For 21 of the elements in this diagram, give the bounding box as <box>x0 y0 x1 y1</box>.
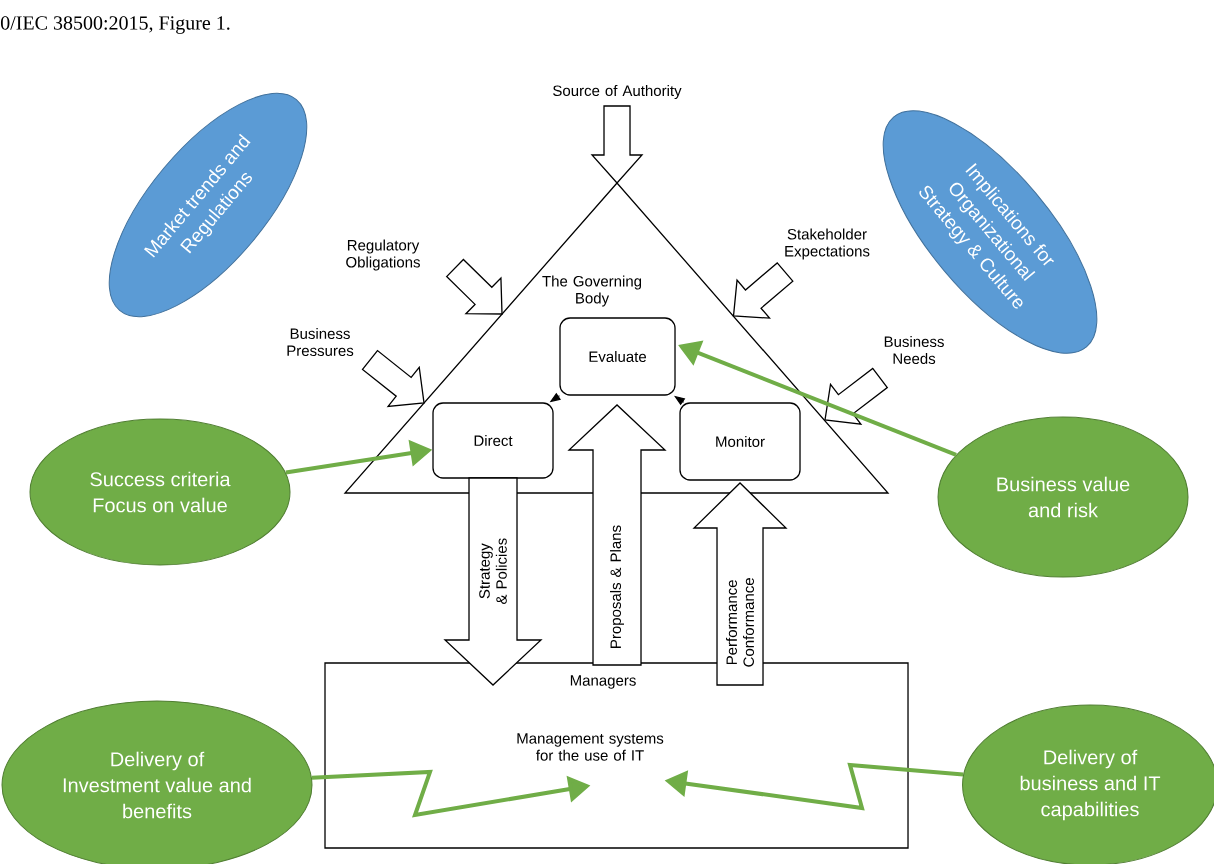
ellipse-callout: Delivery of business and IT capabilities <box>962 704 1214 864</box>
block-arrow <box>361 349 425 408</box>
process-box: Direct <box>432 402 554 479</box>
block-arrow <box>692 482 788 686</box>
input-label: Business Pressures <box>287 328 354 356</box>
input-label: Source of Authority <box>553 85 682 99</box>
arrow-label: Proposals & Plans <box>610 525 624 648</box>
process-box: Monitor <box>679 402 801 481</box>
ellipse-callout: Business value and risk <box>937 416 1189 578</box>
block-arrow <box>443 477 543 686</box>
process-box: Evaluate <box>559 317 676 396</box>
block-arrow <box>567 404 667 666</box>
ellipse-callout: Delivery of Investment value and benefits <box>1 700 313 864</box>
block-arrow <box>824 367 889 425</box>
input-label: Regulatory Obligations <box>346 239 420 271</box>
arrow-label: Strategy & Policies <box>479 538 507 604</box>
reference-text: 0/IEC 38500:2015, Figure 1. <box>0 16 230 34</box>
block-arrow <box>445 258 503 315</box>
block-arrow <box>590 105 644 184</box>
input-label: Stakeholder Expectations <box>785 228 870 260</box>
ellipse-callout: Success criteria Focus on value <box>29 418 291 566</box>
